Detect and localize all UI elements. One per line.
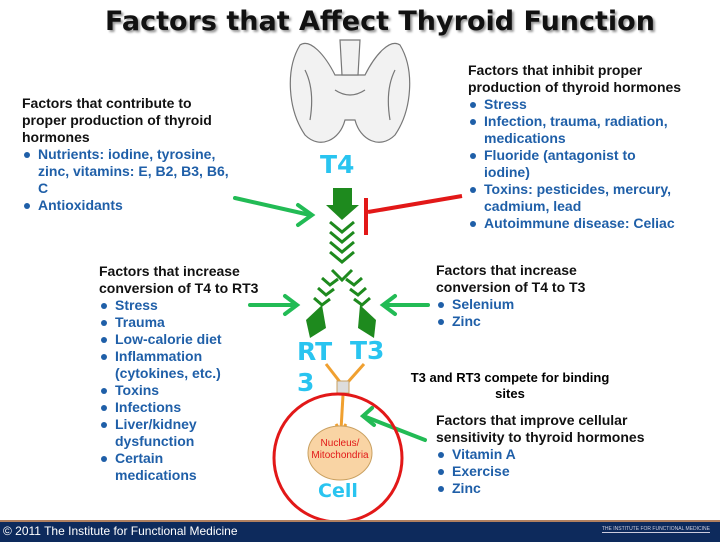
- nucleus-label: Nucleus/ Mitochondria: [311, 438, 369, 461]
- list-item: Exercise: [436, 463, 706, 480]
- page-title: Factors that Affect Thyroid Function: [105, 6, 655, 37]
- increase-rt3-heading: Factors that increase conversion of T4 t…: [99, 263, 259, 296]
- list-item: Stress: [468, 96, 716, 113]
- list-item: Selenium: [436, 296, 636, 313]
- list-item: Antioxidants: [22, 197, 237, 214]
- inhibit-bar-icon: [364, 194, 463, 235]
- increase-t3-heading: Factors that increase conversion of T4 t…: [436, 262, 586, 295]
- list-item: Stress: [99, 297, 279, 314]
- nucleus-ellipse: [307, 425, 373, 481]
- list-item: Zinc: [436, 480, 706, 497]
- list-item: Infections: [99, 399, 279, 416]
- sensitivity-heading: Factors that improve cellular sensitivit…: [436, 412, 645, 445]
- conversion-chevrons: [306, 188, 376, 338]
- institute-logo: THE INSTITUTE FOR FUNCTIONAL MEDICINE: [601, 526, 710, 533]
- list-item: Toxins: [99, 382, 279, 399]
- sensitivity-block: Factors that improve cellular sensitivit…: [436, 412, 706, 497]
- list-item: Fluoride (antagonist to iodine): [468, 147, 674, 181]
- list-item: Inflammation (cytokines, etc.): [99, 348, 265, 382]
- list-item: Infection, trauma, radiation, medication…: [468, 113, 716, 147]
- t3-arrow-icon: [358, 305, 376, 338]
- copyright-text: © 2011 The Institute for Functional Medi…: [3, 524, 238, 538]
- contribute-arrow-icon: [233, 196, 312, 217]
- list-item: Autoimmune disease: Celiac: [468, 215, 716, 232]
- contribute-block: Factors that contribute to proper produc…: [22, 95, 237, 214]
- t3-label: T3: [350, 336, 385, 365]
- receptor-icon: [336, 380, 350, 394]
- cell-label: Cell: [318, 480, 358, 502]
- list-item: Vitamin A: [436, 446, 706, 463]
- increase-rt3-block: Factors that increase conversion of T4 t…: [99, 263, 279, 484]
- t4-label: T4: [320, 150, 355, 179]
- list-item: Zinc: [436, 313, 636, 330]
- list-item: Liver/kidney dysfunction: [99, 416, 225, 450]
- rt3-arrow-icon: [306, 305, 326, 338]
- list-item: Toxins: pesticides, mercury, cadmium, le…: [468, 181, 716, 215]
- increase-t3-block: Factors that increase conversion of T4 t…: [436, 262, 636, 330]
- thyroid-gland-icon: [289, 39, 411, 143]
- t4-arrow-icon: [326, 188, 359, 220]
- footer-bar: © 2011 The Institute for Functional Medi…: [0, 520, 720, 542]
- inhibit-heading: Factors that inhibit proper production o…: [468, 62, 682, 95]
- contribute-heading: Factors that contribute to proper produc…: [22, 95, 212, 145]
- list-item: Trauma: [99, 314, 279, 331]
- compete-note: T3 and RT3 compete for binding sites: [410, 370, 610, 401]
- list-item: Certain medications: [99, 450, 225, 484]
- inhibit-block: Factors that inhibit proper production o…: [468, 62, 716, 232]
- list-item: Low-calorie diet: [99, 331, 279, 348]
- list-item: Nutrients: iodine, tyrosine, zinc, vitam…: [22, 146, 237, 197]
- rt3-label: RT 3: [297, 337, 333, 397]
